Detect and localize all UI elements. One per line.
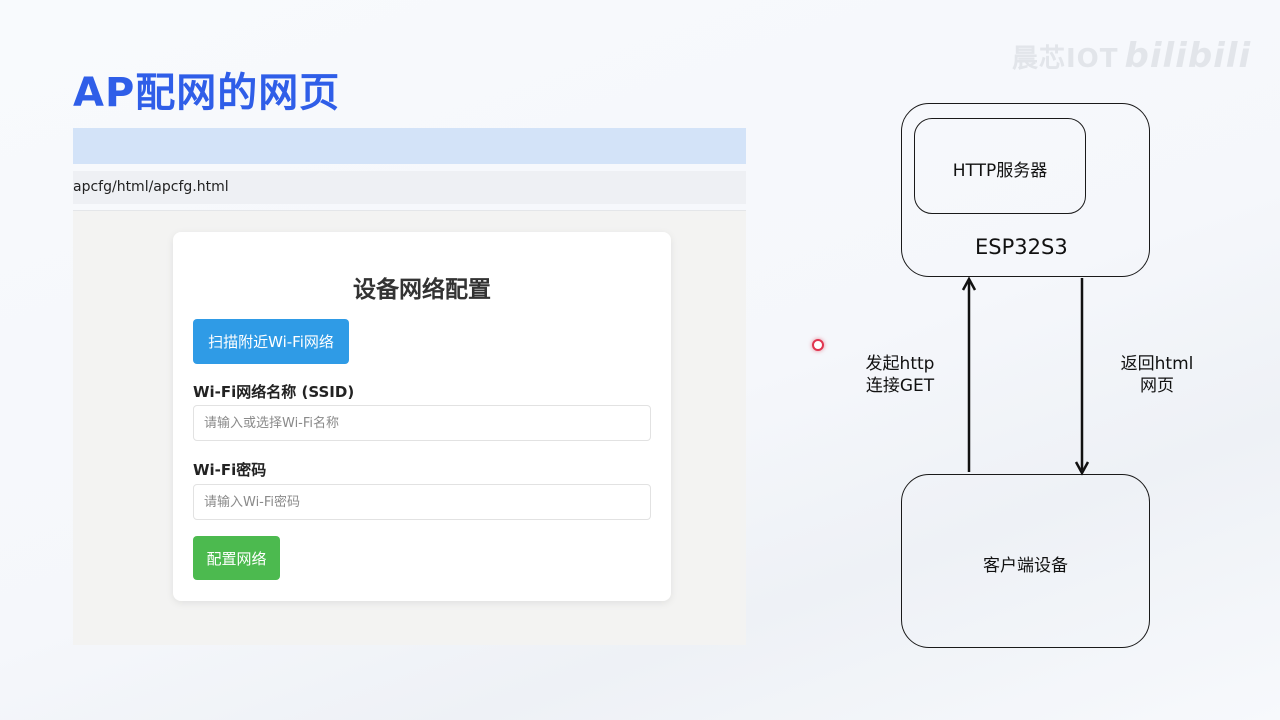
password-label: Wi-Fi密码 (193, 461, 267, 479)
http-server-label: HTTP服务器 (952, 161, 1048, 181)
browser-screenshot: apcfg/html/apcfg.html 设备网络配置 扫描附近Wi-Fi网络… (73, 128, 746, 645)
client-device-box (901, 474, 1150, 648)
toolbar-divider (73, 210, 746, 211)
request-label-line1: 发起http (865, 354, 935, 374)
request-arrow-icon (961, 276, 977, 472)
page-viewport: 设备网络配置 扫描附近Wi-Fi网络 Wi-Fi网络名称 (SSID) Wi-F… (73, 211, 746, 645)
request-label-line2: 连接GET (865, 376, 935, 396)
slide-title: AP配网的网页 (73, 70, 341, 116)
address-bar[interactable]: apcfg/html/apcfg.html (73, 171, 746, 204)
cursor-pointer-icon (812, 339, 824, 351)
password-input[interactable] (193, 484, 651, 520)
response-label: 返回html 网页 (1112, 353, 1202, 397)
esp32-box (901, 103, 1150, 277)
request-label: 发起http 连接GET (858, 353, 942, 397)
response-arrow-icon (1074, 278, 1090, 476)
watermark-text: 晨芯IOT (1012, 44, 1119, 74)
response-label-line1: 返回html (1120, 354, 1194, 374)
ssid-input[interactable] (193, 405, 651, 441)
client-device-label: 客户端设备 (983, 556, 1068, 576)
configure-network-button[interactable]: 配置网络 (193, 536, 280, 580)
esp32-label: ESP32S3 (975, 235, 1068, 259)
ssid-label: Wi-Fi网络名称 (SSID) (193, 383, 355, 401)
browser-tab-bar (73, 128, 746, 164)
response-label-line2: 网页 (1140, 376, 1174, 396)
config-card: 设备网络配置 扫描附近Wi-Fi网络 Wi-Fi网络名称 (SSID) Wi-F… (173, 232, 671, 601)
scan-wifi-button[interactable]: 扫描附近Wi-Fi网络 (193, 319, 349, 364)
bilibili-logo: bilibili (1124, 36, 1252, 76)
http-server-box (914, 118, 1086, 214)
page-title: 设备网络配置 (353, 277, 491, 303)
